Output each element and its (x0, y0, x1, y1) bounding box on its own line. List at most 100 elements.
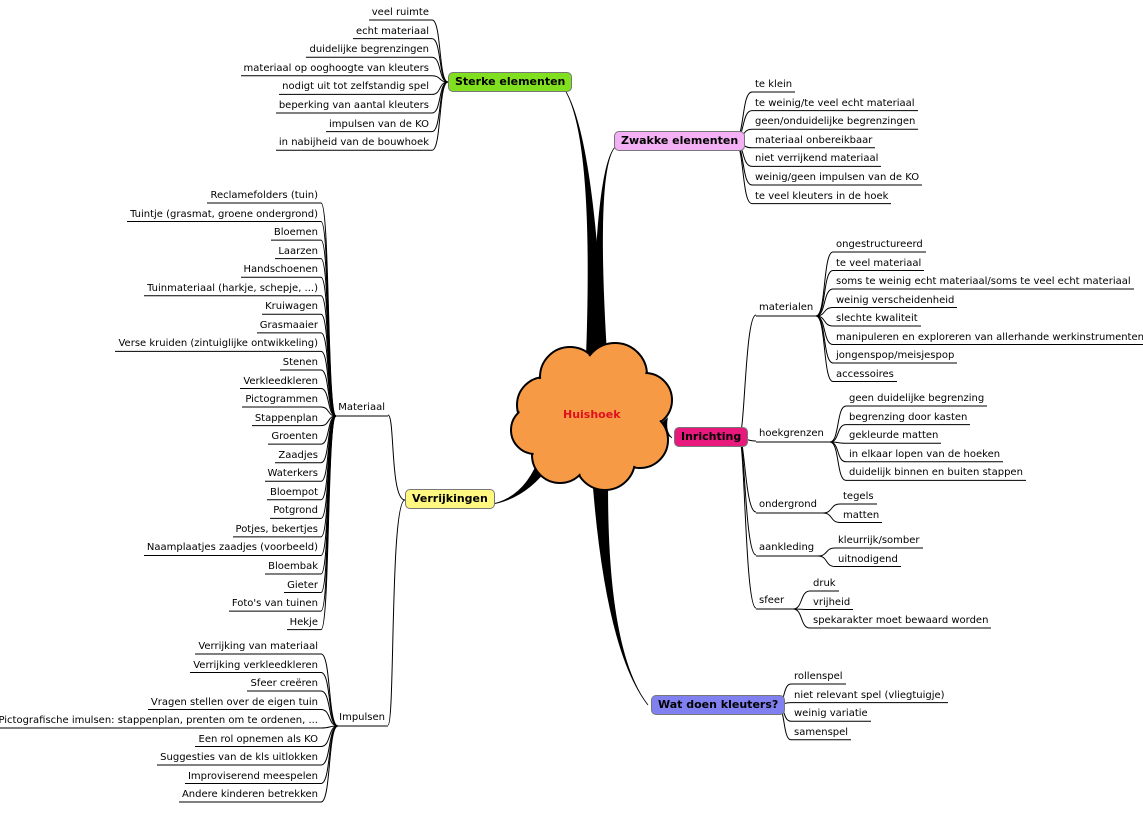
sterke-connector (431, 81, 449, 151)
aankleding-item: kleurrijk/somber (838, 535, 920, 546)
zwakke-item: geen/onduidelijke begrenzingen (755, 116, 916, 128)
materiaal-item: Zaadjes (278, 449, 318, 461)
wat-doen-kleuters-node[interactable]: Wat doen kleuters? (651, 695, 786, 715)
center-cloud (510, 342, 673, 491)
sfeer-label: sfeer (759, 595, 785, 606)
materiaal-item: Potjes, bekertjes (235, 523, 318, 535)
materialen-connector (815, 251, 834, 317)
sterke-item: impulsen van de KO (329, 118, 429, 130)
materiaal-item: Groenten (271, 431, 318, 443)
materialen-item: soms te weinig echt materiaal/soms te ve… (836, 276, 1131, 287)
sterke-elementen-node[interactable]: Sterke elementen (448, 72, 573, 92)
impulsen-label: Impulsen (339, 712, 385, 723)
ondergrond-item: matten (843, 509, 880, 521)
materiaal-item: Bloembak (268, 561, 318, 572)
materiaal-label: Materiaal (338, 402, 385, 413)
inrichting-node[interactable]: Inrichting (674, 427, 749, 447)
impulsen-item: Pictografische imulsen: stappenplan, pre… (0, 715, 318, 726)
zwakke-item: te veel kleuters in de hoek (755, 190, 889, 202)
aankleding-label: aankleding (759, 542, 815, 553)
materiaal-item: Reclamefolders (tuin) (210, 190, 318, 201)
impulsen-connector (320, 672, 339, 727)
ondergrond-connector (822, 503, 841, 514)
sterke-elementen-node-label: Sterke elementen (455, 75, 566, 88)
zwakke-item: te klein (755, 79, 793, 90)
materiaal-item: Laarzen (278, 245, 318, 257)
center-title[interactable]: Huishoek (563, 408, 621, 421)
zwakke-item: materiaal onbereikbaar (755, 134, 873, 146)
sterke-connector (431, 19, 449, 83)
materialen-connector (815, 270, 834, 317)
materiaal-item: Grasmaaier (259, 319, 318, 331)
zwakke-elementen-node-label: Zwakke elementen (621, 134, 739, 147)
materiaal-item: Stenen (282, 356, 318, 368)
verrijkingen-impulsen-connector (387, 499, 406, 726)
branch-wat (591, 467, 649, 706)
materiaal-item: Naamplaatjes zaadjes (voorbeeld) (146, 542, 318, 554)
materiaal-item: Verse kruiden (zintuiglijke ontwikkeling… (118, 338, 318, 350)
sterke-item: veel ruimte (371, 7, 429, 18)
impulsen-item: Improviserend meespelen (187, 770, 318, 782)
sterke-item: duidelijke begrenzingen (309, 44, 430, 56)
inrichting-node-label: Inrichting (681, 430, 742, 443)
materiaal-item: Hekje (289, 616, 318, 628)
hoekgrenzen-connector (829, 405, 847, 443)
sterke-item: materiaal op ooghoogte van kleuters (243, 62, 429, 74)
impulsen-item: Andere kinderen betrekken (181, 789, 318, 800)
zwakke-item: niet verrijkend materiaal (755, 153, 879, 165)
impulsen-item: Sfeer creëren (250, 678, 318, 689)
materialen-item: manipuleren en exploreren van allerhande… (836, 331, 1143, 343)
materiaal-item: Stappenplan (254, 412, 318, 424)
impulsen-item: Een rol opnemen als KO (198, 733, 319, 745)
impulsen-connector (320, 653, 339, 727)
materiaal-item: Gieter (287, 579, 318, 591)
zwakke-elementen-node[interactable]: Zwakke elementen (614, 131, 746, 151)
aankleding-connector (817, 547, 836, 557)
inrichting-materialen-connector (738, 314, 757, 438)
materialen-item: ongestructureerd (836, 239, 923, 250)
wat-item: niet relevant spel (vliegtuigje) (794, 689, 945, 701)
sfeer-connector (792, 608, 811, 629)
materiaal-item: Waterkers (267, 468, 318, 480)
materialen-connector (815, 315, 834, 382)
verrijkingen-materiaal-connector (387, 414, 406, 501)
impulsen-item: Verrijking verkleedkleren (193, 659, 318, 671)
sfeer-item: druk (813, 578, 836, 589)
materialen-label: materialen (759, 302, 814, 313)
sterke-connector (431, 38, 449, 83)
impulsen-connector (320, 709, 339, 727)
sfeer-connector (792, 590, 811, 610)
impulsen-item: Suggesties van de kls uitlokken (160, 752, 318, 763)
materiaal-item: Potgrond (273, 505, 318, 517)
materialen-connector (815, 288, 834, 317)
sterke-item: beperking van aantal kleuters (278, 100, 429, 111)
impulsen-connector (320, 725, 339, 784)
wat-item: samenspel (794, 726, 849, 738)
materiaal-item: Foto's van tuinen (231, 598, 318, 610)
zwakke-item: te weinig/te veel echt materiaal (755, 97, 915, 109)
impulsen-item: Vragen stellen over de eigen tuin (150, 696, 318, 708)
materialen-item: jongenspop/meisjespop (836, 350, 955, 361)
wat-item: rollenspel (794, 671, 843, 682)
materialen-item: weinig verscheidenheid (836, 294, 955, 306)
materiaal-item: Pictogrammen (245, 394, 318, 406)
branch-zwakke (592, 146, 616, 361)
hoekgrenzen-label: hoekgrenzen (759, 428, 824, 439)
sterke-connector (431, 81, 449, 133)
materiaal-item: Tuinmateriaal (harkje, schepje, ...) (147, 282, 318, 294)
hoekgrenzen-item: in elkaar lopen van de hoeken (849, 448, 1001, 460)
ondergrond-connector (822, 512, 841, 523)
hoekgrenzen-item: geen duidelijke begrenzing (849, 393, 985, 404)
sterke-connector (431, 56, 449, 83)
sfeer-item: vrijheid (813, 596, 851, 608)
materiaal-item: Handschoenen (243, 264, 318, 276)
hoekgrenzen-connector (829, 441, 847, 481)
materiaal-connector (320, 415, 337, 631)
materiaal-connector (320, 388, 337, 417)
verrijkingen-node[interactable]: Verrijkingen (405, 489, 495, 509)
hoekgrenzen-connector (829, 424, 847, 443)
sfeer-item: spekarakter moet bewaard worden (813, 615, 989, 626)
materiaal-item: Tuintje (grasmat, groene ondergrond) (130, 208, 318, 220)
